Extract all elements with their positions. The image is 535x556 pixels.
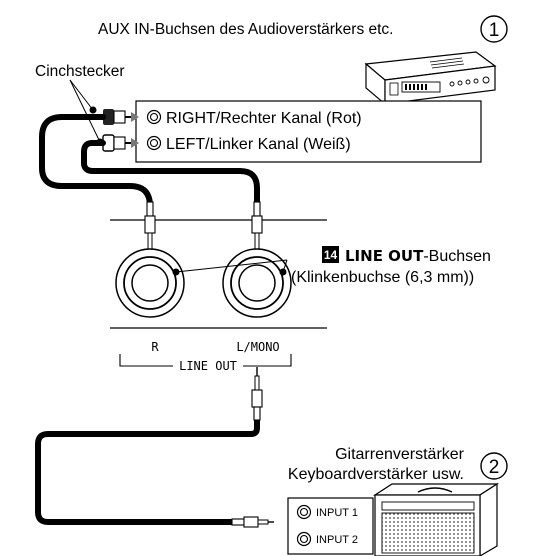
- svg-text:1: 1: [489, 20, 500, 41]
- left-channel-label: LEFT/Linker Kanal (Weiß): [166, 136, 351, 153]
- line-out-label: LINE OUT-Buchsen: [345, 247, 491, 265]
- input-2-jack: [296, 531, 312, 547]
- aux-in-label: AUX IN-Buchsen des Audioverstärkers etc.: [98, 21, 394, 38]
- line-out-jack-r: [115, 248, 185, 318]
- jack-plug-amplifier: [231, 516, 274, 528]
- line-out-pointer-lines: [172, 259, 288, 276]
- jack-plug-right-upper: [144, 201, 156, 256]
- cinch-pointer-lines: [69, 79, 104, 146]
- jack-plug-lower: [251, 367, 263, 421]
- aux-input-panel: [135, 100, 482, 163]
- cable-right: [39, 114, 153, 225]
- svg-text:14: 14: [324, 248, 338, 262]
- cable-left: [81, 140, 260, 225]
- number-1-badge: 1: [480, 15, 508, 43]
- rca-plug-left: [102, 134, 131, 152]
- arrow-left-icon: [131, 138, 139, 148]
- number-2-badge: 2: [480, 452, 508, 480]
- line-out-panel-label: LINE OUT: [179, 359, 237, 373]
- jack-label-lmono: L/MONO: [236, 340, 279, 354]
- keyboard-amp-label: Keyboardverstärker usw.: [288, 466, 464, 483]
- line-out-jack-lmono: [222, 248, 292, 318]
- input-1-label: INPUT 1: [316, 507, 358, 519]
- guitar-amplifier-device: [372, 482, 500, 556]
- right-channel-jack: [146, 109, 162, 125]
- audio-amplifier-device: [364, 51, 497, 106]
- jack-label-r: R: [151, 340, 159, 354]
- right-channel-label: RIGHT/Rechter Kanal (Rot): [166, 110, 362, 127]
- rca-plug-right: [103, 109, 131, 125]
- cinch-plug-label: Cinchstecker: [35, 63, 125, 80]
- svg-text:2: 2: [489, 457, 500, 478]
- jack-plug-left-upper: [251, 201, 263, 256]
- left-channel-jack: [146, 135, 162, 151]
- cable-to-amplifier: [35, 420, 260, 525]
- line-out-jack-description: (Klinkenbuchse (6,3 mm)): [291, 269, 474, 286]
- line-out-bracket: [119, 354, 292, 367]
- line-out-number-badge: 14: [322, 246, 339, 263]
- guitar-amp-label: Gitarrenverstärker: [335, 446, 465, 463]
- arrow-right-icon: [131, 112, 139, 122]
- input-2-label: INPUT 2: [316, 534, 358, 546]
- input-1-jack: [296, 504, 312, 520]
